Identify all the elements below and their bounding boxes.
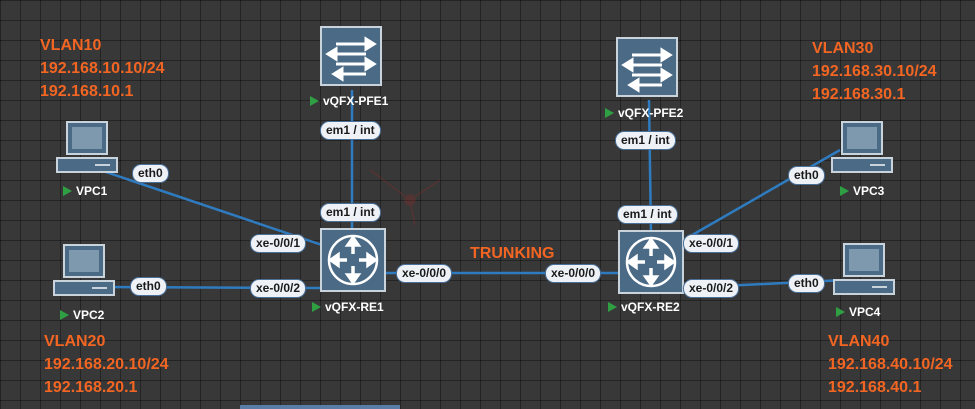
running-status-icon bbox=[608, 302, 617, 312]
vlan40-info: VLAN40 192.168.40.10/24 192.168.40.1 bbox=[828, 330, 953, 399]
router-re1[interactable] bbox=[320, 228, 386, 292]
vlan40-gateway: 192.168.40.1 bbox=[828, 379, 922, 396]
vpc2-name: VPC2 bbox=[73, 308, 105, 322]
running-status-icon bbox=[60, 310, 69, 320]
iface-pfe2-em1[interactable]: em1 / int bbox=[615, 131, 676, 150]
label-vpc4: VPC4 bbox=[836, 305, 880, 319]
iface-re1-xe0[interactable]: xe-0/0/0 bbox=[396, 264, 453, 283]
re1-name: vQFX-RE1 bbox=[325, 300, 384, 314]
iface-re2-xe0[interactable]: xe-0/0/0 bbox=[545, 264, 602, 283]
vpc3-name: VPC3 bbox=[853, 184, 885, 198]
trunking-label: TRUNKING bbox=[470, 245, 555, 262]
vpc2-computer[interactable] bbox=[52, 243, 118, 310]
iface-re2-xe2[interactable]: xe-0/0/2 bbox=[683, 279, 740, 298]
running-status-icon bbox=[605, 108, 614, 118]
switch-arrows-icon bbox=[621, 47, 673, 93]
vlan30-name: VLAN30 bbox=[812, 40, 874, 57]
scroll-indicator bbox=[240, 405, 400, 409]
vpc1-name: VPC1 bbox=[76, 184, 108, 198]
router-arrows-icon bbox=[625, 236, 677, 288]
computer-icon bbox=[833, 243, 895, 295]
label-pfe2: vQFX-PFE2 bbox=[605, 106, 683, 120]
label-vpc2: VPC2 bbox=[60, 308, 104, 322]
label-vpc3: VPC3 bbox=[840, 184, 884, 198]
vlan10-gateway: 192.168.10.1 bbox=[40, 83, 134, 100]
iface-re1-xe2[interactable]: xe-0/0/2 bbox=[250, 279, 307, 298]
computer-icon bbox=[53, 244, 115, 296]
label-vpc1: VPC1 bbox=[63, 184, 107, 198]
iface-re2-xe1[interactable]: xe-0/0/1 bbox=[683, 234, 740, 253]
iface-vpc3-eth0[interactable]: eth0 bbox=[788, 166, 825, 185]
vlan40-name: VLAN40 bbox=[828, 333, 890, 350]
link-re2-vpc3 bbox=[679, 148, 841, 244]
iface-pfe1-em1[interactable]: em1 / int bbox=[320, 121, 381, 140]
iface-re1-em1[interactable]: em1 / int bbox=[320, 203, 381, 222]
link-vpc1-re1 bbox=[99, 168, 323, 247]
vlan10-ip: 192.168.10.10/24 bbox=[40, 60, 165, 77]
vlan10-info: VLAN10 192.168.10.10/24 192.168.10.1 bbox=[40, 34, 165, 103]
vpc4-computer[interactable] bbox=[832, 242, 898, 309]
vpc1-computer[interactable] bbox=[55, 120, 121, 187]
pfe1-name: vQFX-PFE1 bbox=[323, 94, 389, 108]
vlan10-name: VLAN10 bbox=[40, 37, 102, 54]
iface-re1-xe1[interactable]: xe-0/0/1 bbox=[250, 234, 307, 253]
running-status-icon bbox=[63, 186, 72, 196]
running-status-icon bbox=[312, 302, 321, 312]
switch-pfe2[interactable] bbox=[616, 37, 678, 97]
vpc4-name: VPC4 bbox=[849, 305, 881, 319]
re2-name: vQFX-RE2 bbox=[621, 300, 680, 314]
vlan30-info: VLAN30 192.168.30.10/24 192.168.30.1 bbox=[812, 37, 937, 106]
pfe2-name: vQFX-PFE2 bbox=[618, 106, 684, 120]
vlan40-ip: 192.168.40.10/24 bbox=[828, 356, 953, 373]
switch-pfe1[interactable] bbox=[320, 26, 382, 86]
vlan20-gateway: 192.168.20.1 bbox=[44, 379, 138, 396]
iface-vpc2-eth0[interactable]: eth0 bbox=[130, 277, 167, 296]
vlan20-name: VLAN20 bbox=[44, 333, 106, 350]
vlan30-gateway: 192.168.30.1 bbox=[812, 86, 906, 103]
running-status-icon bbox=[310, 96, 319, 106]
running-status-icon bbox=[836, 307, 845, 317]
label-re1: vQFX-RE1 bbox=[312, 300, 384, 314]
iface-vpc1-eth0[interactable]: eth0 bbox=[132, 164, 169, 183]
vpc3-computer[interactable] bbox=[830, 120, 896, 187]
router-arrows-icon bbox=[327, 234, 379, 286]
label-re2: vQFX-RE2 bbox=[608, 300, 680, 314]
router-re2[interactable] bbox=[618, 230, 684, 294]
computer-icon bbox=[56, 121, 118, 173]
vlan20-info: VLAN20 192.168.20.10/24 192.168.20.1 bbox=[44, 330, 169, 399]
switch-arrows-icon bbox=[325, 36, 377, 82]
vlan20-ip: 192.168.20.10/24 bbox=[44, 356, 169, 373]
vlan30-ip: 192.168.30.10/24 bbox=[812, 63, 937, 80]
computer-icon bbox=[831, 121, 893, 173]
iface-re2-em1[interactable]: em1 / int bbox=[617, 205, 678, 224]
iface-vpc4-eth0[interactable]: eth0 bbox=[788, 274, 825, 293]
running-status-icon bbox=[840, 186, 849, 196]
watermark-logo bbox=[369, 169, 441, 226]
label-pfe1: vQFX-PFE1 bbox=[310, 94, 388, 108]
